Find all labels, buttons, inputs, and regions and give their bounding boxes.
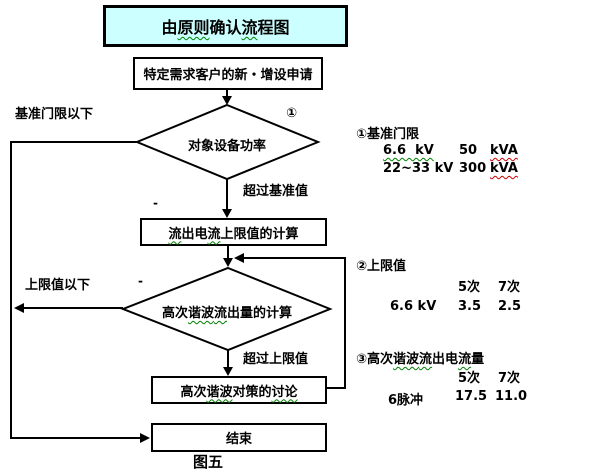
note3-col1: 5次 [458, 371, 481, 386]
stray-dash-1: - [153, 196, 158, 210]
note2-col1: 5次 [458, 280, 481, 295]
note3-col2: 7次 [498, 371, 521, 386]
note1-row2-value: 300 [459, 161, 487, 176]
stray-dash-2: - [138, 274, 143, 288]
note2-col2: 7次 [498, 280, 521, 295]
note3-data-row: 6脉冲 17.5 11.0 [388, 389, 527, 408]
arrow-decision1-to-process1 [222, 179, 232, 218]
feedback-loop-line [234, 253, 346, 389]
label-below-limit: 上限值以下 [25, 278, 91, 293]
branch-below-threshold-line [10, 141, 150, 443]
arrow-decision2-to-process2 [223, 350, 233, 376]
decision1-label: 对象设备功率 [187, 139, 266, 154]
note3-value1: 17.5 [455, 389, 488, 404]
note2-header-row: 5次 7次 [458, 276, 520, 295]
note2-data-row: 6.6 kV 3.5 2.5 [390, 299, 521, 314]
note1-row1-voltage: 6.6 kV [383, 143, 434, 158]
decision2-label: 高次谐波流出量的计算 [161, 306, 293, 321]
note3-header-row: 5次 7次 [458, 367, 520, 386]
note1-row1-value: 50 [459, 143, 478, 158]
process2-box: 高次谐波对策的讨论 [151, 376, 327, 404]
note3-value2: 11.0 [495, 389, 528, 404]
note3-heading: ③高次谐波流出电流量 [356, 352, 485, 367]
figure-caption: 图五 [193, 453, 224, 471]
note2-heading: ②上限值 [356, 259, 407, 274]
label-below-threshold: 基准门限以下 [15, 107, 94, 122]
note1-heading: ①基准门限 [356, 127, 420, 142]
process2-label: 高次谐波对策的讨论 [180, 384, 298, 400]
end-box: 结束 [151, 423, 327, 452]
note1-row2-voltage: 22~33 kV [383, 161, 454, 176]
arrow-process1-to-decision2 [223, 246, 233, 267]
note2-value2: 2.5 [498, 299, 522, 314]
note1-row1: 6.6 kV 50 kVA [383, 143, 518, 158]
page-title: 由原则确认流程图 [161, 18, 290, 37]
arrow-start-to-decision1 [222, 90, 232, 105]
label-exceed-limit: 超过上限值 [243, 352, 309, 367]
title-box: 由原则确认流程图 [103, 5, 348, 47]
label-exceed-threshold: 超过基准值 [243, 184, 309, 199]
note3-row-label: 6脉冲 [388, 393, 424, 408]
note2-value1: 3.5 [458, 299, 482, 314]
process1-label: 流出电流上限值的计算 [168, 226, 299, 242]
note1-row1-unit: kVA [490, 143, 518, 158]
note1-row2-unit: kVA [490, 161, 518, 176]
end-box-label: 结束 [225, 432, 252, 447]
start-box: 特定需求客户的新・增设申请 [133, 57, 323, 90]
process1-box: 流出电流上限值的计算 [140, 218, 327, 246]
decision1-marker: ① [286, 106, 298, 121]
note2-row-label: 6.6 kV [390, 299, 437, 314]
start-box-label: 特定需求客户的新・增设申请 [143, 68, 313, 83]
note1-row2: 22~33 kV 300 kVA [383, 161, 518, 176]
branch-below-limit-line [14, 303, 123, 313]
